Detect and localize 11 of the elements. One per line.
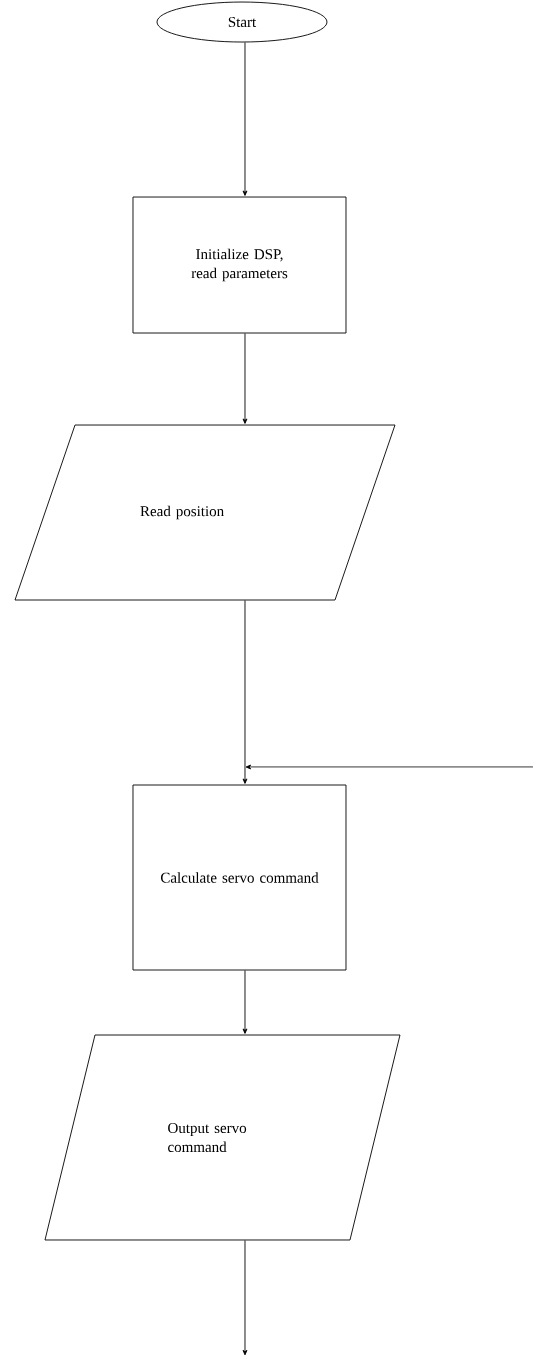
start-terminal: Start	[156, 1, 328, 43]
arrow	[242, 333, 248, 424]
arrow	[242, 1240, 248, 1356]
arrow	[242, 970, 248, 1034]
arrow	[242, 42, 248, 196]
input-output-parallelogram: Read position	[14, 424, 396, 601]
process-box: Initialize DSP, read parameters	[132, 196, 347, 334]
arrow	[242, 600, 248, 784]
input-output-parallelogram: Output servo command	[44, 1034, 401, 1241]
feedback-arrow	[245, 764, 533, 770]
process-box: Calculate servo command	[132, 784, 347, 971]
